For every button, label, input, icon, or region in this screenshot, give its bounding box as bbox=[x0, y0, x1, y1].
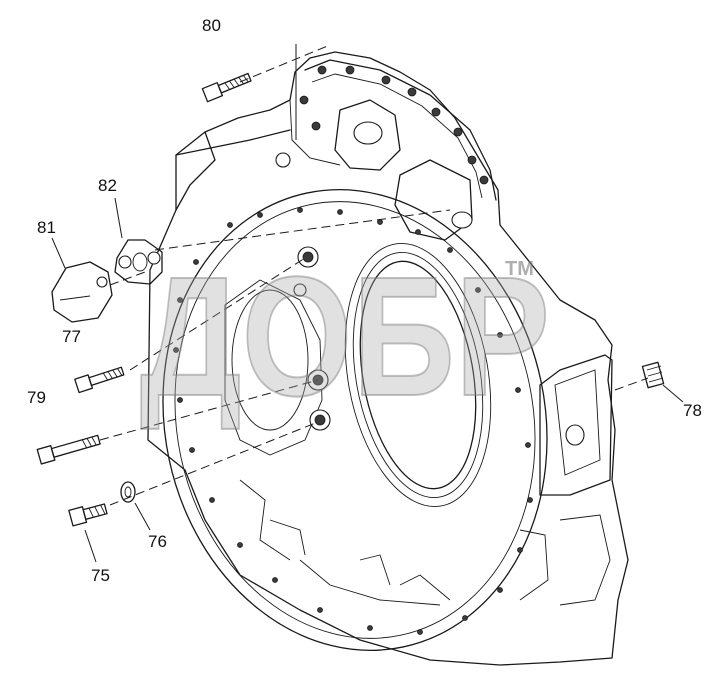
flywheel-housing bbox=[147, 51, 629, 666]
watermark: ДОБР TM bbox=[139, 241, 551, 433]
assembly-lines bbox=[99, 44, 649, 506]
callout-78: 78 bbox=[683, 401, 702, 420]
callout-77: 77 bbox=[62, 327, 81, 346]
cover-plate-part-81 bbox=[51, 261, 113, 323]
callout-82: 82 bbox=[98, 176, 117, 195]
bolt-part-77 bbox=[74, 366, 125, 394]
bolt-part-80 bbox=[201, 72, 252, 103]
gasket-part-82 bbox=[114, 239, 163, 285]
callout-labels: 80 82 81 77 79 78 76 75 bbox=[27, 16, 702, 585]
plug-part-78 bbox=[641, 361, 665, 389]
callout-80: 80 bbox=[202, 16, 221, 35]
flange-bolt-holes bbox=[173, 65, 533, 635]
watermark-text: ДОБР bbox=[140, 242, 550, 432]
callout-79: 79 bbox=[27, 388, 46, 407]
callout-75: 75 bbox=[91, 566, 110, 585]
plug-part-75 bbox=[68, 503, 108, 527]
trademark-mark: TM bbox=[505, 258, 534, 280]
callout-76: 76 bbox=[148, 532, 167, 551]
leader-lines bbox=[51, 197, 684, 563]
bolt-part-79 bbox=[36, 434, 101, 465]
callout-81: 81 bbox=[37, 218, 56, 237]
washer-part-76 bbox=[120, 481, 136, 503]
